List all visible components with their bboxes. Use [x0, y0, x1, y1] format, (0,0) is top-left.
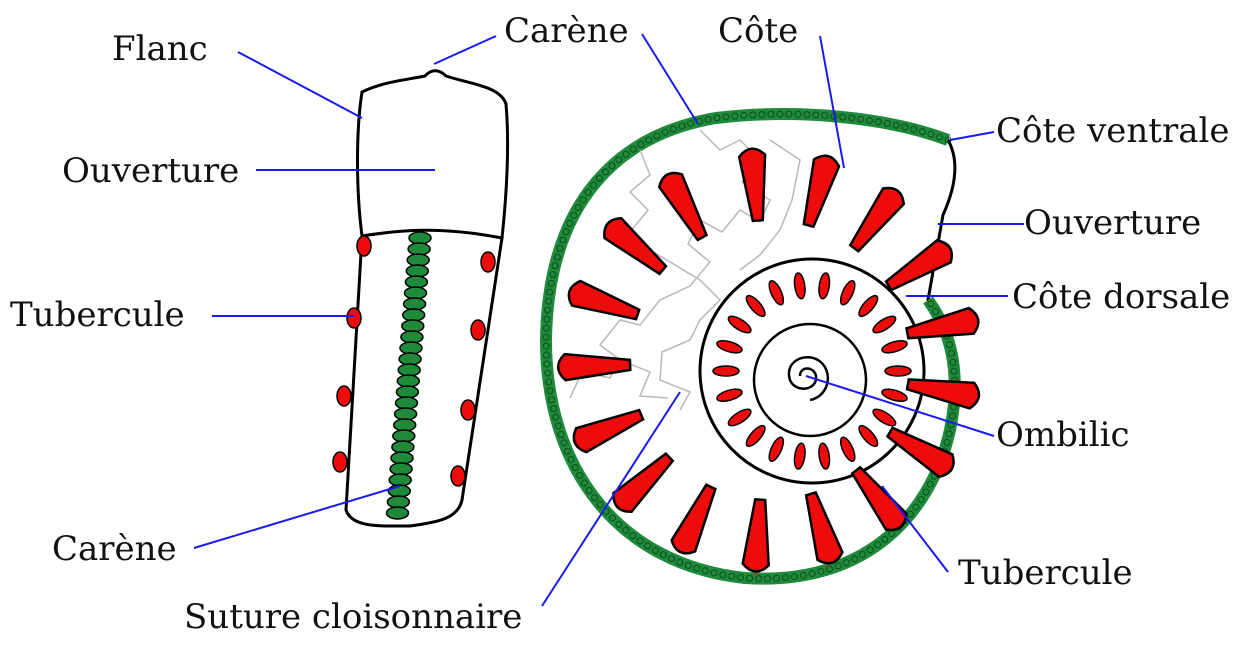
- rib: [659, 173, 706, 240]
- leader-carene-bottom: [194, 486, 400, 548]
- tubercle: [337, 386, 351, 406]
- label-tubercule-left: Tubercule: [10, 298, 185, 332]
- inner-rib: [793, 272, 807, 299]
- innermost-spiral: [789, 357, 828, 400]
- keel-bead: [387, 507, 409, 519]
- keel-bead: [387, 496, 409, 508]
- keel-bead: [392, 441, 414, 453]
- keel-bead: [396, 386, 418, 398]
- keel-bead: [395, 408, 417, 420]
- label-cote: Côte: [718, 14, 798, 48]
- tubercle: [357, 236, 371, 256]
- inner-rib: [713, 366, 739, 376]
- rib: [574, 410, 643, 452]
- inner-rib: [766, 279, 786, 307]
- keel-bead: [397, 375, 419, 387]
- inner-rib: [716, 387, 744, 404]
- inner-rib: [871, 406, 898, 428]
- rib: [743, 499, 769, 571]
- aperture-outline: [358, 71, 508, 238]
- ammonite-side-view: [543, 111, 979, 582]
- inner-rib: [766, 435, 786, 463]
- inner-rib: [817, 272, 831, 299]
- tubercle: [347, 308, 361, 328]
- label-ombilic: Ombilic: [996, 418, 1130, 452]
- inner-rib: [856, 423, 881, 449]
- rib: [850, 188, 903, 251]
- label-flanc: Flanc: [112, 32, 208, 66]
- label-ouverture-left: Ouverture: [62, 154, 239, 188]
- leader-carene-top: [434, 36, 496, 64]
- keel-bead: [393, 430, 415, 442]
- inner-rib: [856, 293, 881, 319]
- label-carene-top: Carène: [504, 14, 629, 48]
- tubercle: [333, 452, 347, 472]
- rib: [558, 354, 630, 380]
- rib: [852, 467, 906, 530]
- inner-rib: [716, 338, 744, 355]
- inner-rib: [743, 423, 768, 449]
- innermost-whorl-1: [754, 324, 866, 436]
- keel-bead: [391, 452, 413, 464]
- inner-rib: [838, 279, 858, 307]
- tubercle: [451, 466, 465, 486]
- rib: [806, 492, 842, 563]
- inner-rib: [885, 366, 911, 376]
- leader-cote: [820, 36, 844, 168]
- label-carene-bottom: Carène: [52, 532, 177, 566]
- rib: [569, 281, 639, 319]
- inner-rib: [743, 293, 768, 319]
- keel-bead: [394, 419, 416, 431]
- keel-bead: [401, 331, 423, 343]
- inner-rib: [871, 313, 898, 335]
- inner-rib: [726, 313, 753, 335]
- label-suture: Suture cloisonnaire: [184, 600, 522, 634]
- keel-bead: [389, 474, 411, 486]
- keel-bead: [404, 298, 426, 310]
- keel-bead: [405, 287, 427, 299]
- keel-beads-front: [387, 232, 432, 519]
- rib: [886, 240, 952, 290]
- inner-rib: [726, 406, 753, 428]
- keel-bead: [402, 320, 424, 332]
- tubercle: [461, 400, 475, 420]
- keel-bead: [408, 243, 430, 255]
- inner-rib: [881, 338, 909, 355]
- keel-bead: [407, 254, 429, 266]
- leader-carene-top-2: [642, 34, 698, 124]
- keel-bead: [400, 342, 422, 354]
- rib: [672, 485, 716, 554]
- inner-rib: [838, 435, 858, 463]
- label-cote-dorsale: Côte dorsale: [1012, 280, 1230, 314]
- keel-bead: [399, 353, 421, 365]
- ammonite-front-view: [333, 71, 508, 526]
- keel-bead: [396, 397, 418, 409]
- keel-bead: [409, 232, 431, 244]
- tubercle: [481, 252, 495, 272]
- tubercle: [471, 320, 485, 340]
- rib: [804, 156, 839, 227]
- label-tubercule-right: Tubercule: [958, 556, 1133, 590]
- keel-bead: [390, 463, 412, 475]
- leader-cote-ventrale: [950, 132, 994, 140]
- inner-rib: [817, 443, 831, 470]
- leader-flanc: [238, 52, 362, 118]
- keel-bead: [405, 276, 427, 288]
- inner-rib: [793, 443, 807, 470]
- rib: [739, 149, 765, 221]
- keel-bead: [406, 265, 428, 277]
- label-ouverture-right: Ouverture: [1024, 206, 1201, 240]
- keel-bead: [398, 364, 420, 376]
- label-cote-ventrale: Côte ventrale: [996, 114, 1229, 148]
- keel-bead: [403, 309, 425, 321]
